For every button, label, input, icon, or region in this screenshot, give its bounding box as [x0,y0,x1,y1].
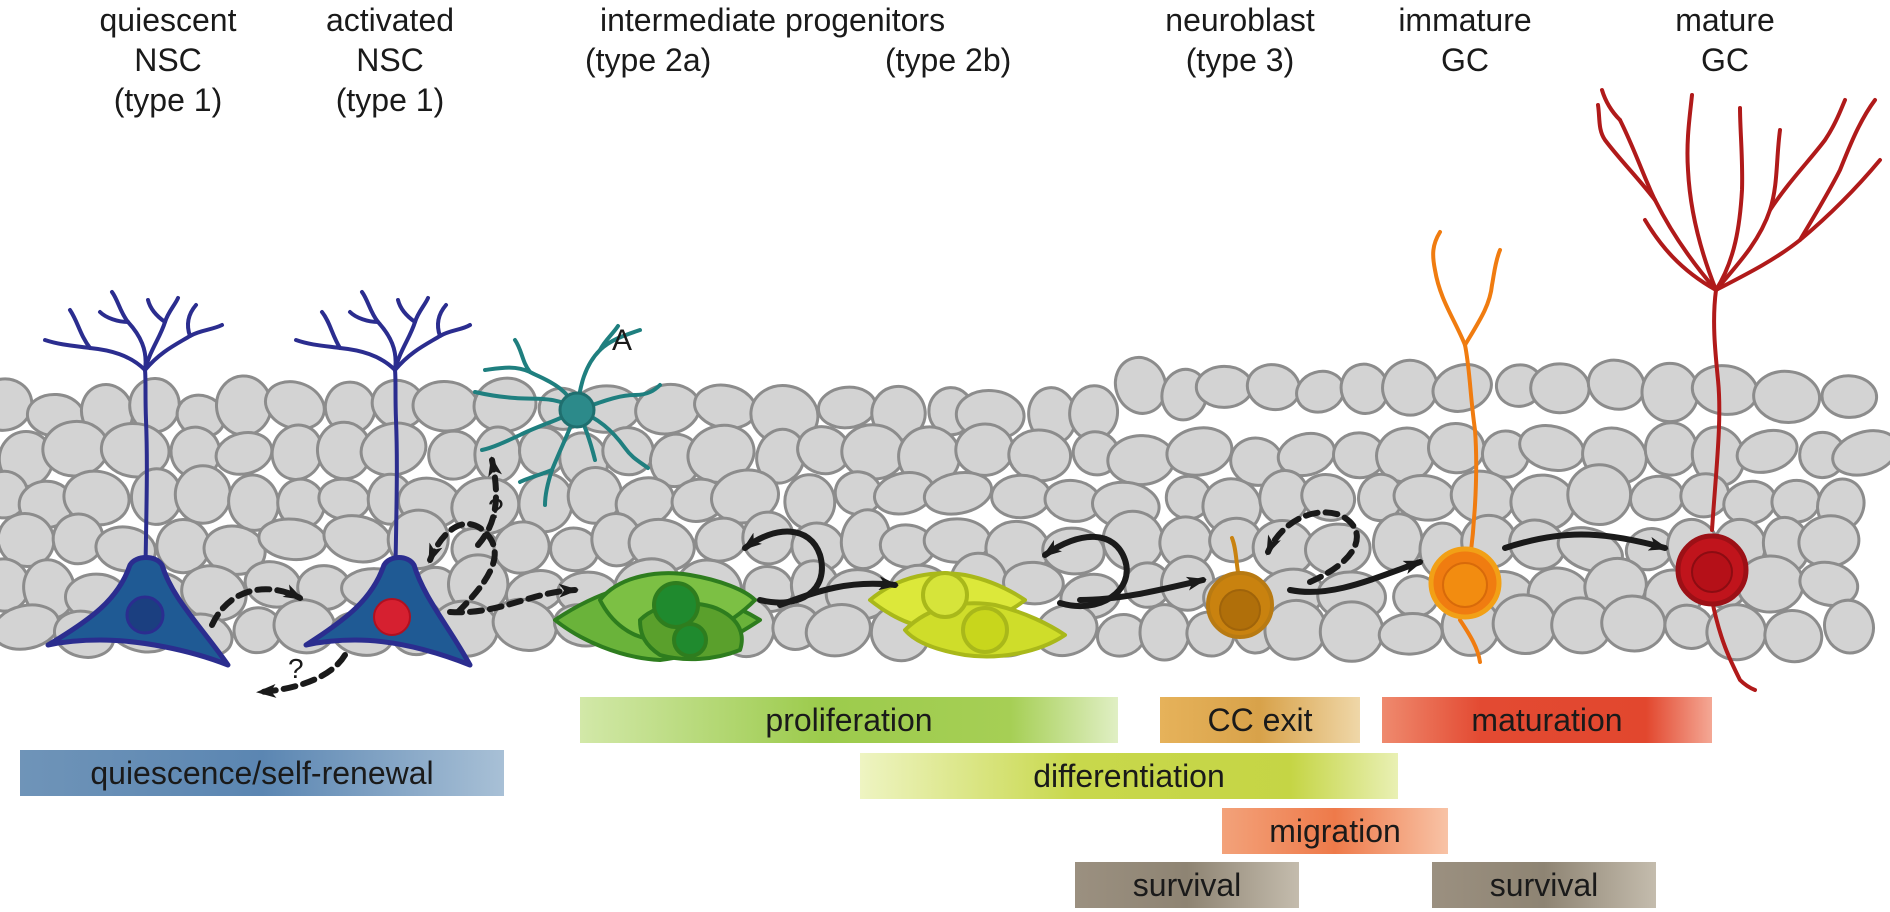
immature-granule-cell [1428,230,1502,664]
arrow-activated-to-astrocyte [475,456,503,548]
neuroblast-cell [1206,536,1274,639]
tissue-cell [0,377,34,432]
tissue-cell [1002,560,1065,606]
tissue-cell [1820,374,1879,419]
tissue-cell [1377,612,1444,656]
label-quiescent-nsc: quiescent NSC (type 1) [58,0,278,120]
arrow-immature-to-mature [1502,531,1669,551]
label-quiescent-nsc-line2: NSC [134,42,202,78]
arrow-type2b-self-renewal [1041,533,1130,610]
label-type-2b: (type 2b) [885,42,1012,78]
tissue-cell [1318,600,1385,663]
label-quiescent-nsc-line3: (type 1) [113,82,223,118]
tissue-cell [1106,434,1176,487]
tissue-cell [1752,369,1822,424]
tissue-cell [922,471,994,516]
tissue-cell [634,382,702,436]
bar-maturation: maturation [1382,697,1712,743]
bar-proliferation: proliferation [580,697,1118,743]
tissue-cell [1735,428,1799,474]
tissue-cell [1643,421,1699,477]
arrow-activated-to-quiescent [256,652,348,698]
label-mature-gc-line2: GC [1701,42,1749,78]
tissue-cell [804,603,872,658]
tissue-cell [1138,603,1191,662]
bar-survival-early: survival [1075,862,1299,908]
tissue-cell [1113,355,1168,415]
question-mark-upper: ? [488,493,504,524]
bar-migration: migration [1222,808,1448,854]
tissue-cell [1300,473,1357,522]
tissue-cell [1245,363,1302,412]
tissue-cell [783,473,837,531]
arrow-activated-self-renewal [427,520,498,615]
type-2a-progenitor-cluster [553,571,762,662]
tissue-cell [1690,364,1759,416]
label-immature-gc: immature GC [1380,0,1550,80]
label-neuroblast: neuroblast (type 3) [1145,0,1335,80]
lineage-arrows [209,456,1669,698]
astrocyte-label: A [612,324,632,357]
label-mature-gc: mature GC [1660,0,1790,80]
tissue-cell [214,374,273,437]
label-quiescent-nsc-line1: quiescent [99,2,237,38]
label-immature-gc-line1: immature [1398,2,1532,38]
label-activated-nsc: activated NSC (type 1) [300,0,480,120]
bar-quiescence-self-renewal: quiescence/self-renewal [20,750,504,796]
tissue-cell [411,380,480,433]
tissue-cell [1529,362,1591,415]
bar-cc-exit: CC exit [1160,697,1360,743]
arrow-neuroblast-to-immature [1287,559,1424,595]
tissue-cell [473,425,522,484]
granule-cell-layer-tissue [0,355,1890,664]
arrow-type2a-to-type2b [777,576,899,608]
tissue-cell [173,464,232,525]
tissue-cell [1194,364,1254,409]
astrocyte-cell [473,324,662,507]
label-activated-nsc-line2: NSC [356,42,424,78]
tissue-cell [1763,609,1824,664]
label-activated-nsc-line1: activated [325,2,455,38]
tissue-cell [1566,463,1633,527]
label-neuroblast-line2: (type 3) [1185,42,1295,78]
arrow-quiescent-to-activated [209,584,304,628]
label-neuroblast-line1: neuroblast [1165,2,1315,38]
label-type-2a: (type 2a) [585,42,712,78]
quiescent-nsc-cell [43,290,231,668]
mature-granule-cell [1596,88,1882,692]
label-immature-gc-line2: GC [1441,42,1489,78]
label-intermediate-progenitors: intermediate progenitors [600,2,946,38]
tissue-cell [1640,361,1700,424]
tissue-cell [1518,424,1586,472]
tissue-cell [1823,598,1875,655]
tissue-cell [1165,426,1234,477]
arrow-neuroblast-self-renewal [1265,509,1360,585]
type-2b-progenitor-cluster [868,571,1067,659]
tissue-cell [99,421,171,479]
arrow-activated-to-type2a [447,583,579,616]
tissue-cell [1831,429,1890,477]
tissue-cell [1586,358,1646,411]
tissue-cell [427,429,481,481]
question-mark-lower: ? [288,653,304,684]
tissue-cell [1798,560,1860,607]
bar-survival-late: survival [1432,862,1656,908]
tissue-cell [359,421,428,477]
activated-nsc-cell [294,290,473,668]
tissue-cell [1431,363,1493,413]
tissue-cell [990,473,1052,520]
label-activated-nsc-line3: (type 1) [335,82,445,118]
arrow-type2b-to-neuroblast [1077,576,1207,603]
bar-differentiation: differentiation [860,753,1398,799]
label-mature-gc-line1: mature [1675,2,1775,38]
